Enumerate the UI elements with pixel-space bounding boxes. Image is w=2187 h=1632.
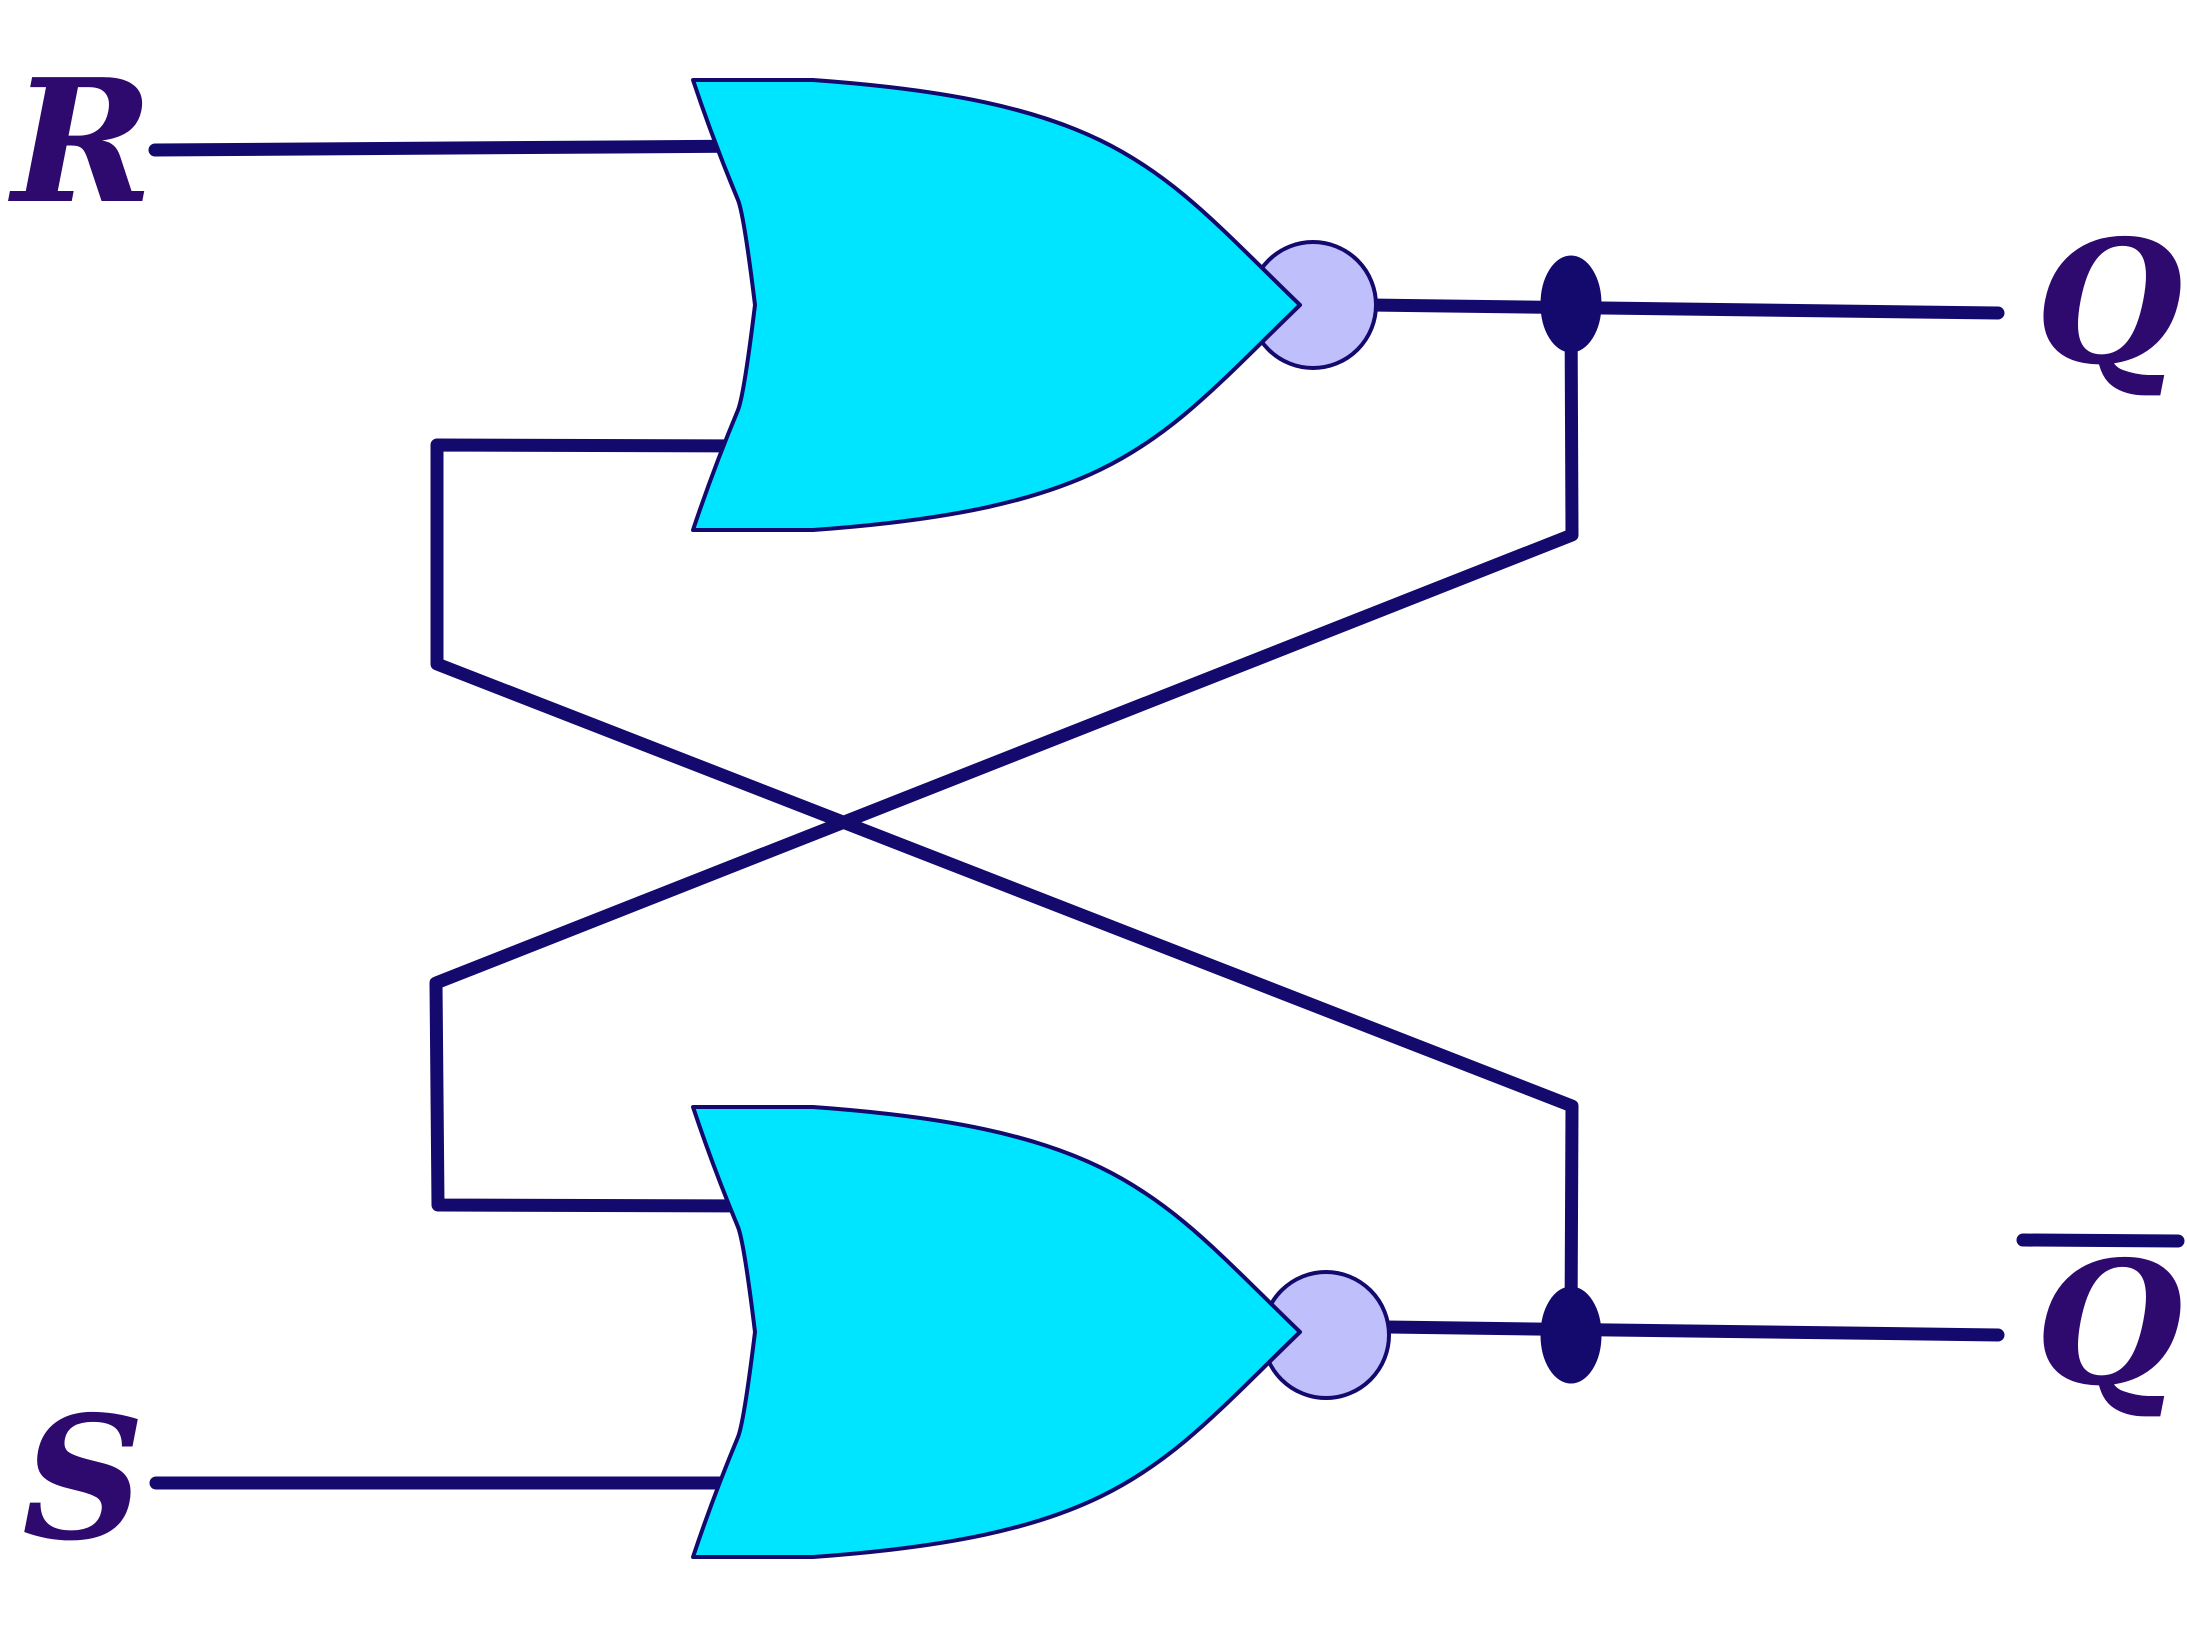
feedback-wire-q-bar (430, 438, 1579, 1334)
or-gate-body-upper (691, 78, 1302, 532)
s-label: S (22, 1379, 145, 1579)
nor-gate-upper (691, 78, 1378, 532)
r-label: R (8, 42, 153, 242)
q-bar-overline (2016, 1233, 2185, 1248)
q-bar-label: Q (2035, 1224, 2183, 1424)
junction-dot-q-bar (1540, 1286, 1602, 1384)
r-input-wire (148, 139, 767, 157)
q-bar-output-wire (1378, 1320, 2005, 1342)
q-output-wire (1363, 298, 2005, 320)
or-gate-body-lower (691, 1105, 1302, 1559)
feedback-wire-q (429, 299, 1579, 1213)
nor-gate-lower (691, 1105, 1391, 1559)
junction-dot-q (1540, 255, 1602, 353)
q-label: Q (2035, 203, 2183, 403)
